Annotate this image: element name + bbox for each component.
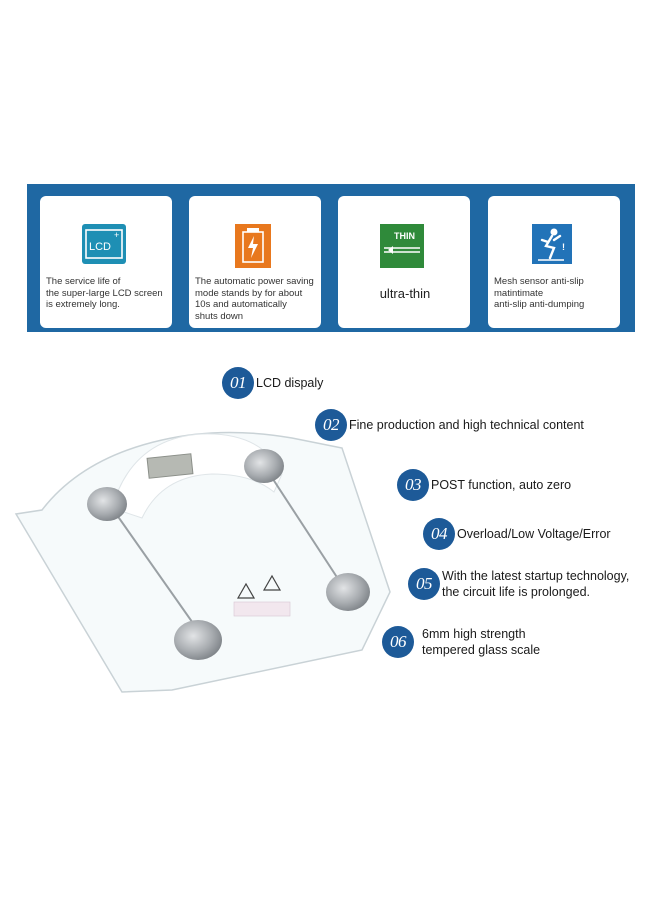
feature-card-thin: THIN ultra-thin <box>338 196 470 328</box>
feature-item-04: 04 Overload/Low Voltage/Error <box>423 518 611 550</box>
feature-text: LCD dispaly <box>256 376 324 390</box>
card-lcd-text: The service life of the super-large LCD … <box>46 276 163 310</box>
card-thin-text: ultra-thin <box>379 286 431 301</box>
card-power-text: The automatic power saving mode stands b… <box>195 276 314 322</box>
feature-item-05: 05 With the latest startup technology, t… <box>408 568 629 600</box>
feature-card-antislip: ! Mesh sensor anti-slip matintimate anti… <box>488 196 620 328</box>
card-antislip-text: Mesh sensor anti-slip matintimate anti-s… <box>494 276 585 310</box>
scale-illustration <box>12 418 412 708</box>
svg-text:THIN: THIN <box>394 231 415 241</box>
feature-text: 6mm high strength tempered glass scale <box>422 627 541 657</box>
feature-text: Fine production and high technical conte… <box>349 418 584 432</box>
feature-item-03: 03 POST function, auto zero <box>397 469 571 501</box>
number-badge: 02 <box>315 409 347 441</box>
number-badge: 04 <box>423 518 455 550</box>
svg-text:+: + <box>114 230 119 240</box>
thin-icon: THIN <box>374 220 430 272</box>
battery-icon <box>225 220 281 272</box>
feature-item-02: 02 Fine production and high technical co… <box>315 409 584 441</box>
number-badge: 03 <box>397 469 429 501</box>
feature-text: POST function, auto zero <box>431 478 572 492</box>
number-badge: 05 <box>408 568 440 600</box>
feature-item-01: 01 LCD dispaly <box>222 367 323 399</box>
feature-card-power: The automatic power saving mode stands b… <box>189 196 321 328</box>
feature-card-lcd: LCD + The service life of the super-larg… <box>40 196 172 328</box>
lcd-screen-icon: LCD + <box>76 220 132 272</box>
svg-text:!: ! <box>562 242 565 252</box>
number-badge: 01 <box>222 367 254 399</box>
anti-slip-icon: ! <box>524 220 580 272</box>
feature-text: Overload/Low Voltage/Error <box>457 527 611 541</box>
feature-text: With the latest startup technology, the … <box>442 569 630 599</box>
svg-text:LCD: LCD <box>89 241 111 253</box>
feature-item-06: 06 6mm high strength tempered glass scal… <box>382 626 540 658</box>
number-badge: 06 <box>382 626 414 658</box>
